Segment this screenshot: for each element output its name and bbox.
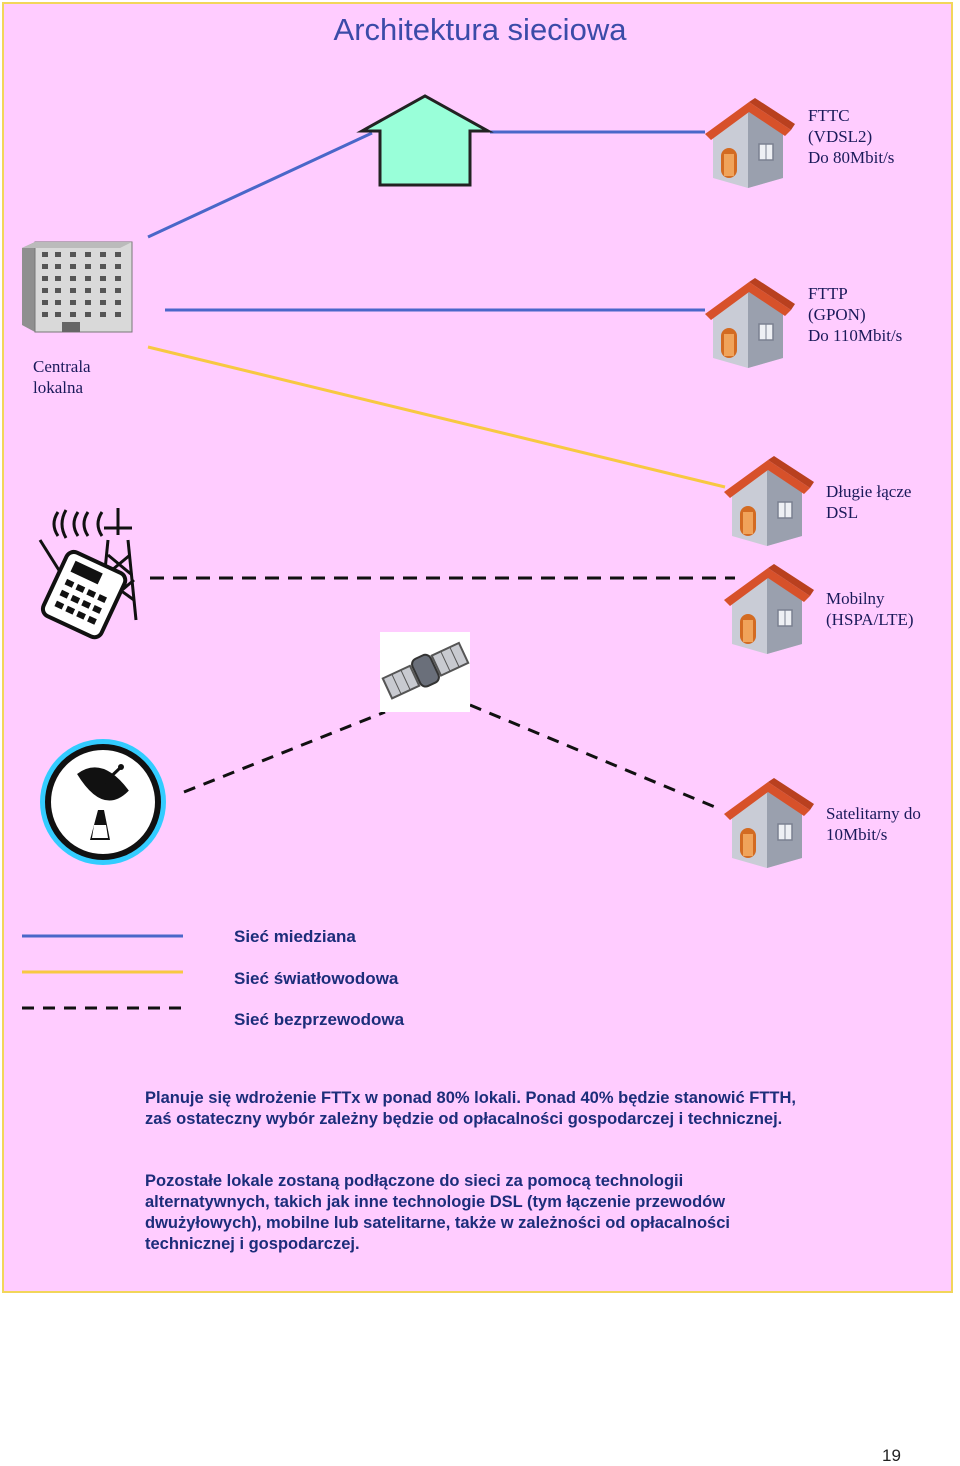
diagram-panel (2, 2, 953, 1293)
central-office-label: Centrala lokalna (33, 357, 91, 397)
paragraph-alternatives: Pozostałe lokale zostaną podłączone do s… (145, 1172, 730, 1253)
legend-label-copper: Sieć miedziana (234, 927, 356, 946)
house-label-dsl: Długie łącze DSL (826, 482, 912, 522)
fiber-line-dsl (147, 345, 726, 489)
satellite-dish-icon (40, 739, 166, 865)
wireless-line-dish (183, 710, 386, 794)
legend-label-fiber: Sieć światłowodowa (234, 969, 399, 988)
paragraph-fttx: Planuje się wdrożenie FTTx w ponad 80% l… (145, 1089, 796, 1128)
house-label-fttp: FTTP (GPON) Do 110Mbit/s (808, 284, 903, 345)
wireless-line-satellite (469, 703, 723, 812)
building-icon (22, 241, 133, 333)
house-label-fttc: FTTC (VDSL2) Do 80Mbit/s (808, 106, 895, 167)
legend-label-wireless: Sieć bezprzewodowa (234, 1010, 405, 1029)
house-icon-fttc (704, 97, 796, 189)
page-number: 19 (882, 1446, 901, 1465)
cabinet-icon (356, 94, 494, 187)
house-icon-dsl (723, 455, 815, 547)
phone-icon (40, 549, 128, 640)
house-label-satellite: Satelitarny do 10Mbit/s (826, 804, 921, 844)
house-icon-satellite (723, 777, 815, 869)
page-title: Architektura sieciowa (333, 12, 627, 47)
satellite-icon (380, 632, 470, 712)
copper-line-cabinet (147, 131, 373, 239)
house-icon-fttp (704, 277, 796, 369)
house-label-mobile: Mobilny (HSPA/LTE) (826, 589, 914, 629)
house-icon-mobile (723, 563, 815, 655)
